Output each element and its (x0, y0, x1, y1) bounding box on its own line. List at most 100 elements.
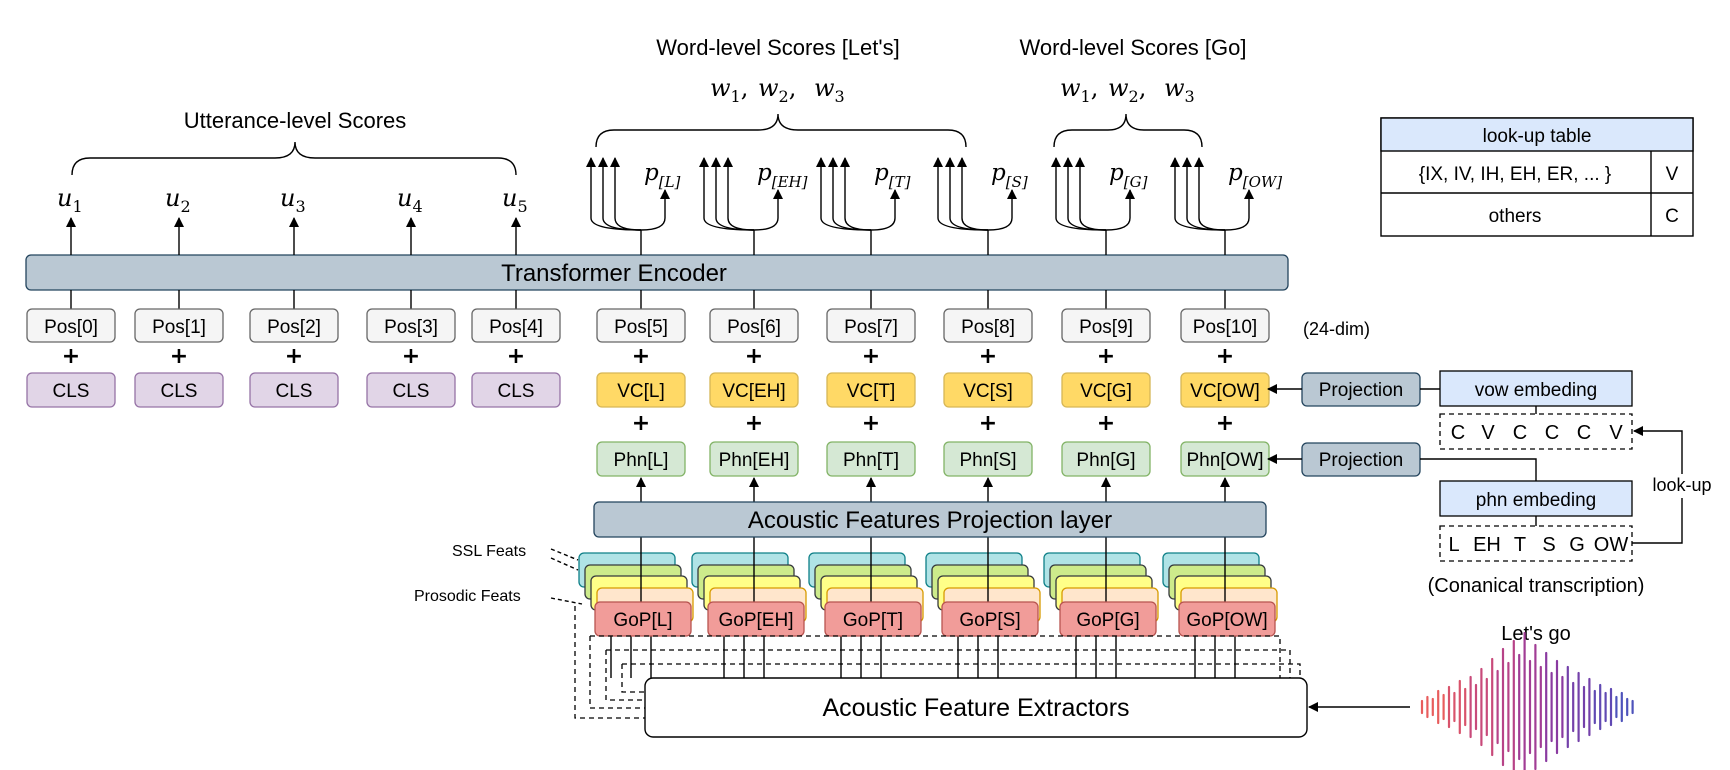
vc-sequence-item: C (1577, 422, 1591, 444)
utterance-scores-heading: Utterance-level Scores (184, 108, 407, 133)
ssl-feats-label: SSL Feats (452, 543, 526, 560)
svg-text:vow embeding: vow embeding (1475, 380, 1598, 401)
phone-scores-group: p[L] p[EH] p[T] p[S] p[G] p[OW] (586, 157, 1282, 255)
dim-note: (24-dim) (1303, 319, 1370, 339)
phone-score-2: p[EH] (699, 157, 808, 255)
phone-sequence-item: EH (1473, 534, 1501, 556)
lookup-table: look-up table {IX, IV, IH, EH, ER, ... }… (1380, 117, 1694, 237)
phone-score-1: p[L] (586, 157, 681, 255)
vc-sequence-item: C (1451, 422, 1465, 444)
cls-token-2: CLS (249, 372, 339, 408)
svg-text:w3: w3 (814, 74, 845, 106)
svg-text:CLS: CLS (276, 381, 313, 402)
svg-text:p[EH]: p[EH] (757, 160, 808, 191)
word-lets-brace (595, 113, 967, 148)
phn-embedding-5: Phn[OW] (1180, 441, 1270, 477)
svg-text:GoP[OW]: GoP[OW] (1186, 610, 1267, 631)
phn-embedding-3: Phn[S] (943, 441, 1033, 477)
svg-text:GoP[EH]: GoP[EH] (719, 610, 794, 631)
svg-text:p[OW]: p[OW] (1228, 160, 1282, 191)
plus-sign: + (979, 411, 997, 436)
svg-text:Pos[2]: Pos[2] (267, 317, 321, 338)
lookup-row-others-label: C (1665, 206, 1679, 227)
gop-feature-4: GoP[G] (1059, 601, 1157, 637)
phn-embedding-4: Phn[G] (1061, 441, 1151, 477)
phone-sequence-item: S (1542, 534, 1555, 556)
svg-text:Phn[G]: Phn[G] (1076, 450, 1135, 471)
vc-embedding-3: VC[S] (943, 372, 1033, 408)
gop-feature-3: GoP[S] (941, 601, 1039, 637)
vc-sequence-item: V (1609, 422, 1623, 444)
vc-embedding-1: VC[EH] (709, 372, 799, 408)
utterance-score-5: u5 (502, 184, 528, 216)
plus-sign: + (507, 344, 525, 369)
prosodic-feats-label: Prosodic Feats (414, 588, 521, 605)
phone-score-5: p[G] (1051, 157, 1148, 255)
word-scores-lets-heading: Word-level Scores [Let's] (656, 35, 899, 60)
plus-sign: + (62, 344, 80, 369)
plus-sign: + (285, 344, 303, 369)
svg-text:Pos[7]: Pos[7] (844, 317, 898, 338)
phn-projection: Projection (1301, 442, 1421, 477)
plus-sign: + (170, 344, 188, 369)
svg-text:Phn[L]: Phn[L] (614, 450, 669, 471)
plus-sign: + (632, 344, 650, 369)
acoustic-feature-extractors-label: Acoustic Feature Extractors (822, 694, 1129, 722)
svg-text:w2,: w2, (1108, 74, 1146, 106)
vc-embedding-0: VC[L] (596, 372, 686, 408)
plus-sign: + (1097, 411, 1115, 436)
gop-feature-2: GoP[T] (824, 601, 922, 637)
canonical-transcription-label: (Conanical transcription) (1428, 575, 1645, 597)
svg-text:w2,: w2, (758, 74, 796, 106)
svg-text:Projection: Projection (1319, 450, 1404, 471)
phone-sequence-item: G (1569, 534, 1585, 556)
svg-text:VC[L]: VC[L] (617, 381, 665, 402)
plus-sign: + (1216, 411, 1234, 436)
vc-sequence-item: V (1481, 422, 1495, 444)
plus-sign: + (1216, 344, 1234, 369)
svg-text:Projection: Projection (1319, 380, 1404, 401)
svg-text:Pos[5]: Pos[5] (614, 317, 668, 338)
svg-text:Phn[OW]: Phn[OW] (1186, 450, 1263, 471)
svg-text:p[G]: p[G] (1109, 160, 1148, 191)
acoustic-feature-extractors: Acoustic Feature Extractors (644, 677, 1308, 738)
svg-text:w3: w3 (1164, 74, 1195, 106)
feature-stacks-group: GoP[L]GoP[EH]GoP[T]GoP[S]GoP[G]GoP[OW] (578, 537, 1278, 678)
svg-text:Pos[3]: Pos[3] (384, 317, 438, 338)
svg-text:VC[OW]: VC[OW] (1190, 381, 1260, 402)
cls-token-3: CLS (366, 372, 456, 408)
svg-text:Pos[1]: Pos[1] (152, 317, 206, 338)
svg-text:GoP[S]: GoP[S] (959, 610, 1020, 631)
phn-embedding: phn embeding (1439, 480, 1633, 517)
transformer-encoder: Transformer Encoder (25, 254, 1289, 291)
word-scores-lets: w1, w2, w3 (710, 74, 845, 106)
svg-text:phn embeding: phn embeding (1476, 490, 1596, 511)
utterance-score-4: u4 (397, 184, 423, 216)
svg-text:Pos[10]: Pos[10] (1193, 317, 1257, 338)
cls-token-4: CLS (471, 372, 561, 408)
utterance-score-3: u3 (280, 184, 306, 216)
position-embedding-4: Pos[4] (471, 308, 561, 343)
svg-text:Pos[0]: Pos[0] (44, 317, 98, 338)
svg-text:Phn[S]: Phn[S] (959, 450, 1016, 471)
svg-text:Phn[EH]: Phn[EH] (719, 450, 790, 471)
position-embedding-3: Pos[3] (366, 308, 456, 343)
vc-sequence-item: C (1545, 422, 1559, 444)
plus-sign: + (745, 344, 763, 369)
svg-text:p[L]: p[L] (644, 160, 681, 191)
plus-sign: + (862, 344, 880, 369)
svg-text:p[S]: p[S] (991, 160, 1028, 191)
vc-embeddings-group: VC[L]+VC[EH]+VC[T]+VC[S]+VC[G]+VC[OW]+ (596, 372, 1270, 436)
position-embeddings-group: Pos[0]+Pos[1]+Pos[2]+Pos[3]+Pos[4]+Pos[5… (26, 290, 1270, 369)
cls-token-0: CLS (26, 372, 116, 408)
phone-sequence-item: L (1448, 534, 1459, 556)
position-embedding-6: Pos[6] (709, 308, 799, 343)
svg-text:CLS: CLS (53, 381, 90, 402)
svg-text:VC[T]: VC[T] (847, 381, 896, 402)
phone-score-3: p[T] (816, 157, 911, 255)
svg-text:Pos[9]: Pos[9] (1079, 317, 1133, 338)
feature-stack-2: GoP[T] (808, 537, 924, 678)
